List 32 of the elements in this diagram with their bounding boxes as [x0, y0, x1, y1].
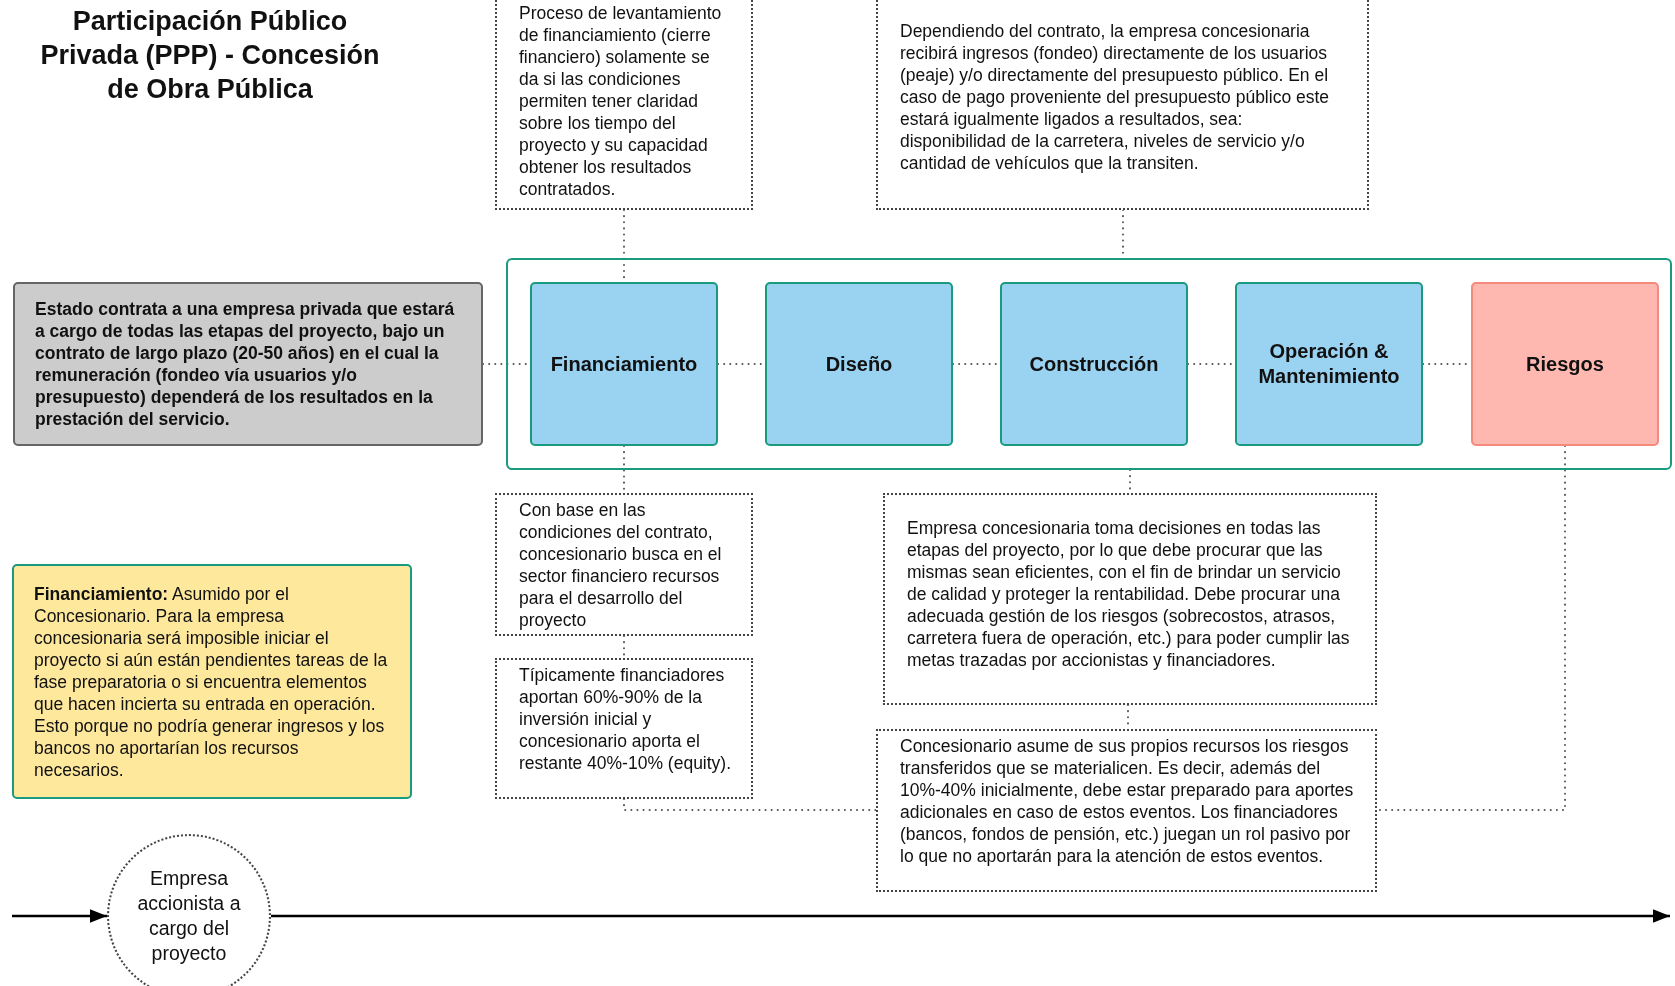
note-box: [876, 0, 1369, 210]
stage-label: Diseño: [825, 351, 893, 377]
financing-box: [12, 564, 412, 799]
stage-label: Construcción: [1029, 351, 1159, 377]
note-box: [883, 493, 1377, 705]
stages-panel: [506, 258, 1672, 470]
stage-box: [1235, 282, 1423, 446]
stage-label: Financiamiento: [550, 351, 698, 377]
note-text: Empresa concesionaria toma decisiones en todas las etapas del proyecto, por lo que debe procurar que las mismas sean eficientes, con el fin de brindar un servicio de calidad y proteger la rentabilidad. Debe procurar una adecuada gestión de los riesgos (sobrecostos, atrasos, carretera fuera de operación, etc.) para poder cumplir las metas trazadas por accionistas y financiadores.: [907, 517, 1351, 671]
title: Participación Público Privada (PPP) - Concesión de Obra Pública: [39, 5, 381, 106]
arrow: [271, 909, 1670, 923]
connector-line: [1376, 445, 1566, 811]
note-box: [495, 493, 753, 636]
risk-box: [1471, 282, 1659, 446]
note-box: [495, 0, 753, 210]
contract-box: [13, 282, 483, 446]
circle-label: Empresa accionista a cargo del proyecto: [136, 866, 242, 966]
note-text: Concesionario asume de sus propios recursos los riesgos transferidos que se materialicen. Es decir, además del 10%-40% inicialmente, debe estar preparado para aportes adicionales en caso de estos eventos. Los financiadores (bancos, fondos de pensión, etc.) juegan un rol pasivo por lo que no aportarán para la atención de estos eventos.: [900, 735, 1355, 867]
note-text: Dependiendo del contrato, la empresa concesionaria recibirá ingresos (fondeo) directamente de los usuarios (peaje) y/o directamente del presupuesto público. En el caso de pago proveniente del presupuesto público este estará igualmente ligados a resultados, sea: disponibilidad de la carretera, niveles de servicio y/o cantidad de vehículos que la transiten.: [900, 20, 1331, 174]
note-text: Con base en las condiciones del contrato, concesionario busca en el sector financiero recursos para el desarrollo del proyecto: [519, 499, 723, 631]
stage-box: [1000, 282, 1188, 446]
note-box: [876, 729, 1377, 892]
stage-label: Operación & Mantenimiento: [1257, 339, 1401, 389]
contract-text: Estado contrata a una empresa privada que estará a cargo de todas las etapas del proyecto, bajo un contrato de largo plazo (20-50 años) en el cual la remuneración (fondeo vía usuarios y/o presupuesto) dependerá de los resultados en la prestación del servicio.: [35, 298, 456, 430]
financing-text: Financiamiento: Asumido por el Concesionario. Para la empresa concesionaria será imposible iniciar el proyecto si aún están pendientes tareas de la fase preparatoria o si encuentra elementos que hacen incierta su entrada en operación. Esto porque no podría generar ingresos y los bancos no aportarían los recursos necesarios.: [34, 582, 389, 781]
note-text: Proceso de levantamiento de financiamiento (cierre financiero) solamente se da si las condiciones permiten tener claridad sobre los tiempo del proyecto y su capacidad obtener los resultados contratados.: [519, 2, 723, 200]
note-text: Típicamente financiadores aportan 60%-90% de la inversión inicial y concesionario aporta el restante 40%-10% (equity).: [519, 664, 733, 774]
stage-box: [530, 282, 718, 446]
arrow: [12, 909, 107, 923]
stage-box: [765, 282, 953, 446]
stage-label: Riesgos: [1526, 351, 1604, 377]
note-box: [495, 658, 753, 799]
